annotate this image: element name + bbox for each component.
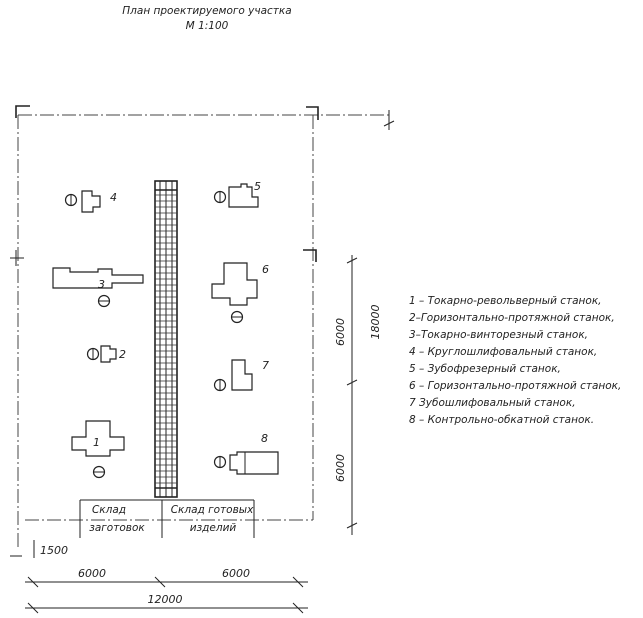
dim-right-tick-top [346,257,358,264]
dim-right-lower: 6000 [334,454,347,482]
dim-total-width: 12000 [148,593,183,606]
legend-item-2: 2–Горизонтально-протяжной станок, [409,312,615,324]
dim-total-height: 18000 [369,305,382,340]
machine-5-body [228,183,259,208]
machine-1-body [71,420,125,457]
legend-item-8: 8 – Контрольно-обкатной станок. [409,414,594,426]
machine-7: 7 [213,359,269,392]
dim-halves-tick-mid [154,576,166,588]
conveyor [154,180,178,498]
storage-blanks-line1: Склад [92,504,126,516]
corner-top-left [15,105,30,118]
dim-right-upper: 6000 [334,318,347,346]
corner-top-right [306,106,319,120]
machine-5-number: 5 [254,180,261,193]
machine-4-number: 4 [110,191,117,204]
machine-3-body [52,267,144,289]
machine-2-number: 2 [119,348,126,361]
machine-2-body [100,345,117,363]
plan-title: План проектируемого участка [122,5,291,17]
machine-6: 6 [211,262,269,324]
machine-3-number: 3 [98,278,105,291]
machine-7-body [231,359,253,391]
machine-1-number: 1 [93,436,100,449]
column-axes [17,114,390,548]
dim-halves-tick-left [27,576,39,588]
legend-item-3: 3–Токарно-винторезный станок, [409,329,588,341]
storage-finished-line1: Склад готовых [171,504,254,516]
legend-item-5: 5 – Зубофрезерный станок, [409,363,561,375]
dim-half-left: 6000 [78,567,106,580]
machine-1: 1 [71,420,125,479]
storage-blanks-line2: заготовок [89,522,145,534]
machine-legend: 1 – Токарно-револьверный станок, 2–Гориз… [409,295,621,426]
legend-item-1: 1 – Токарно-револьверный станок, [409,295,602,307]
machine-7-number: 7 [262,359,269,372]
machine-8: 8 [213,432,279,475]
machine-4-body [81,190,101,213]
dim-halves-tick-right [292,576,304,588]
machine-3: 3 [52,267,144,308]
machine-6-body [211,262,258,306]
dim-half-right: 6000 [222,567,250,580]
machine-8-number: 8 [261,432,268,445]
machine-4: 4 [64,190,117,213]
machine-8-body [229,451,279,475]
machine-2: 2 [86,345,126,363]
dim-total-tick-left [27,602,39,614]
legend-item-7: 7 Зубошлифовальный станок, [409,397,576,409]
storage-finished-line2: изделий [190,522,237,534]
dim-total-tick-right [292,602,304,614]
machine-5: 5 [213,180,261,208]
dim-right-tick-bottom [346,522,358,529]
storage-areas: Склад заготовок Склад готовых изделий [79,499,255,538]
right-dimensions: 6000 6000 18000 [334,110,395,535]
corner-marks [10,105,319,266]
dim-height-tick [383,120,395,127]
dim-right-tick-mid [346,379,358,386]
corner-mid-left [10,250,24,266]
legend-item-6: 6 – Горизонтально-протяжной станок, [409,380,621,392]
conveyor-rollers [155,194,177,484]
bottom-dimensions: 1500 6000 6000 12000 [10,540,308,614]
plan-scale: М 1:100 [186,20,229,32]
legend-item-4: 4 – Круглошлифовальный станок, [409,346,597,358]
dim-left-offset: 1500 [40,544,68,557]
machine-6-number: 6 [262,263,269,276]
corner-mid-right [303,249,317,262]
